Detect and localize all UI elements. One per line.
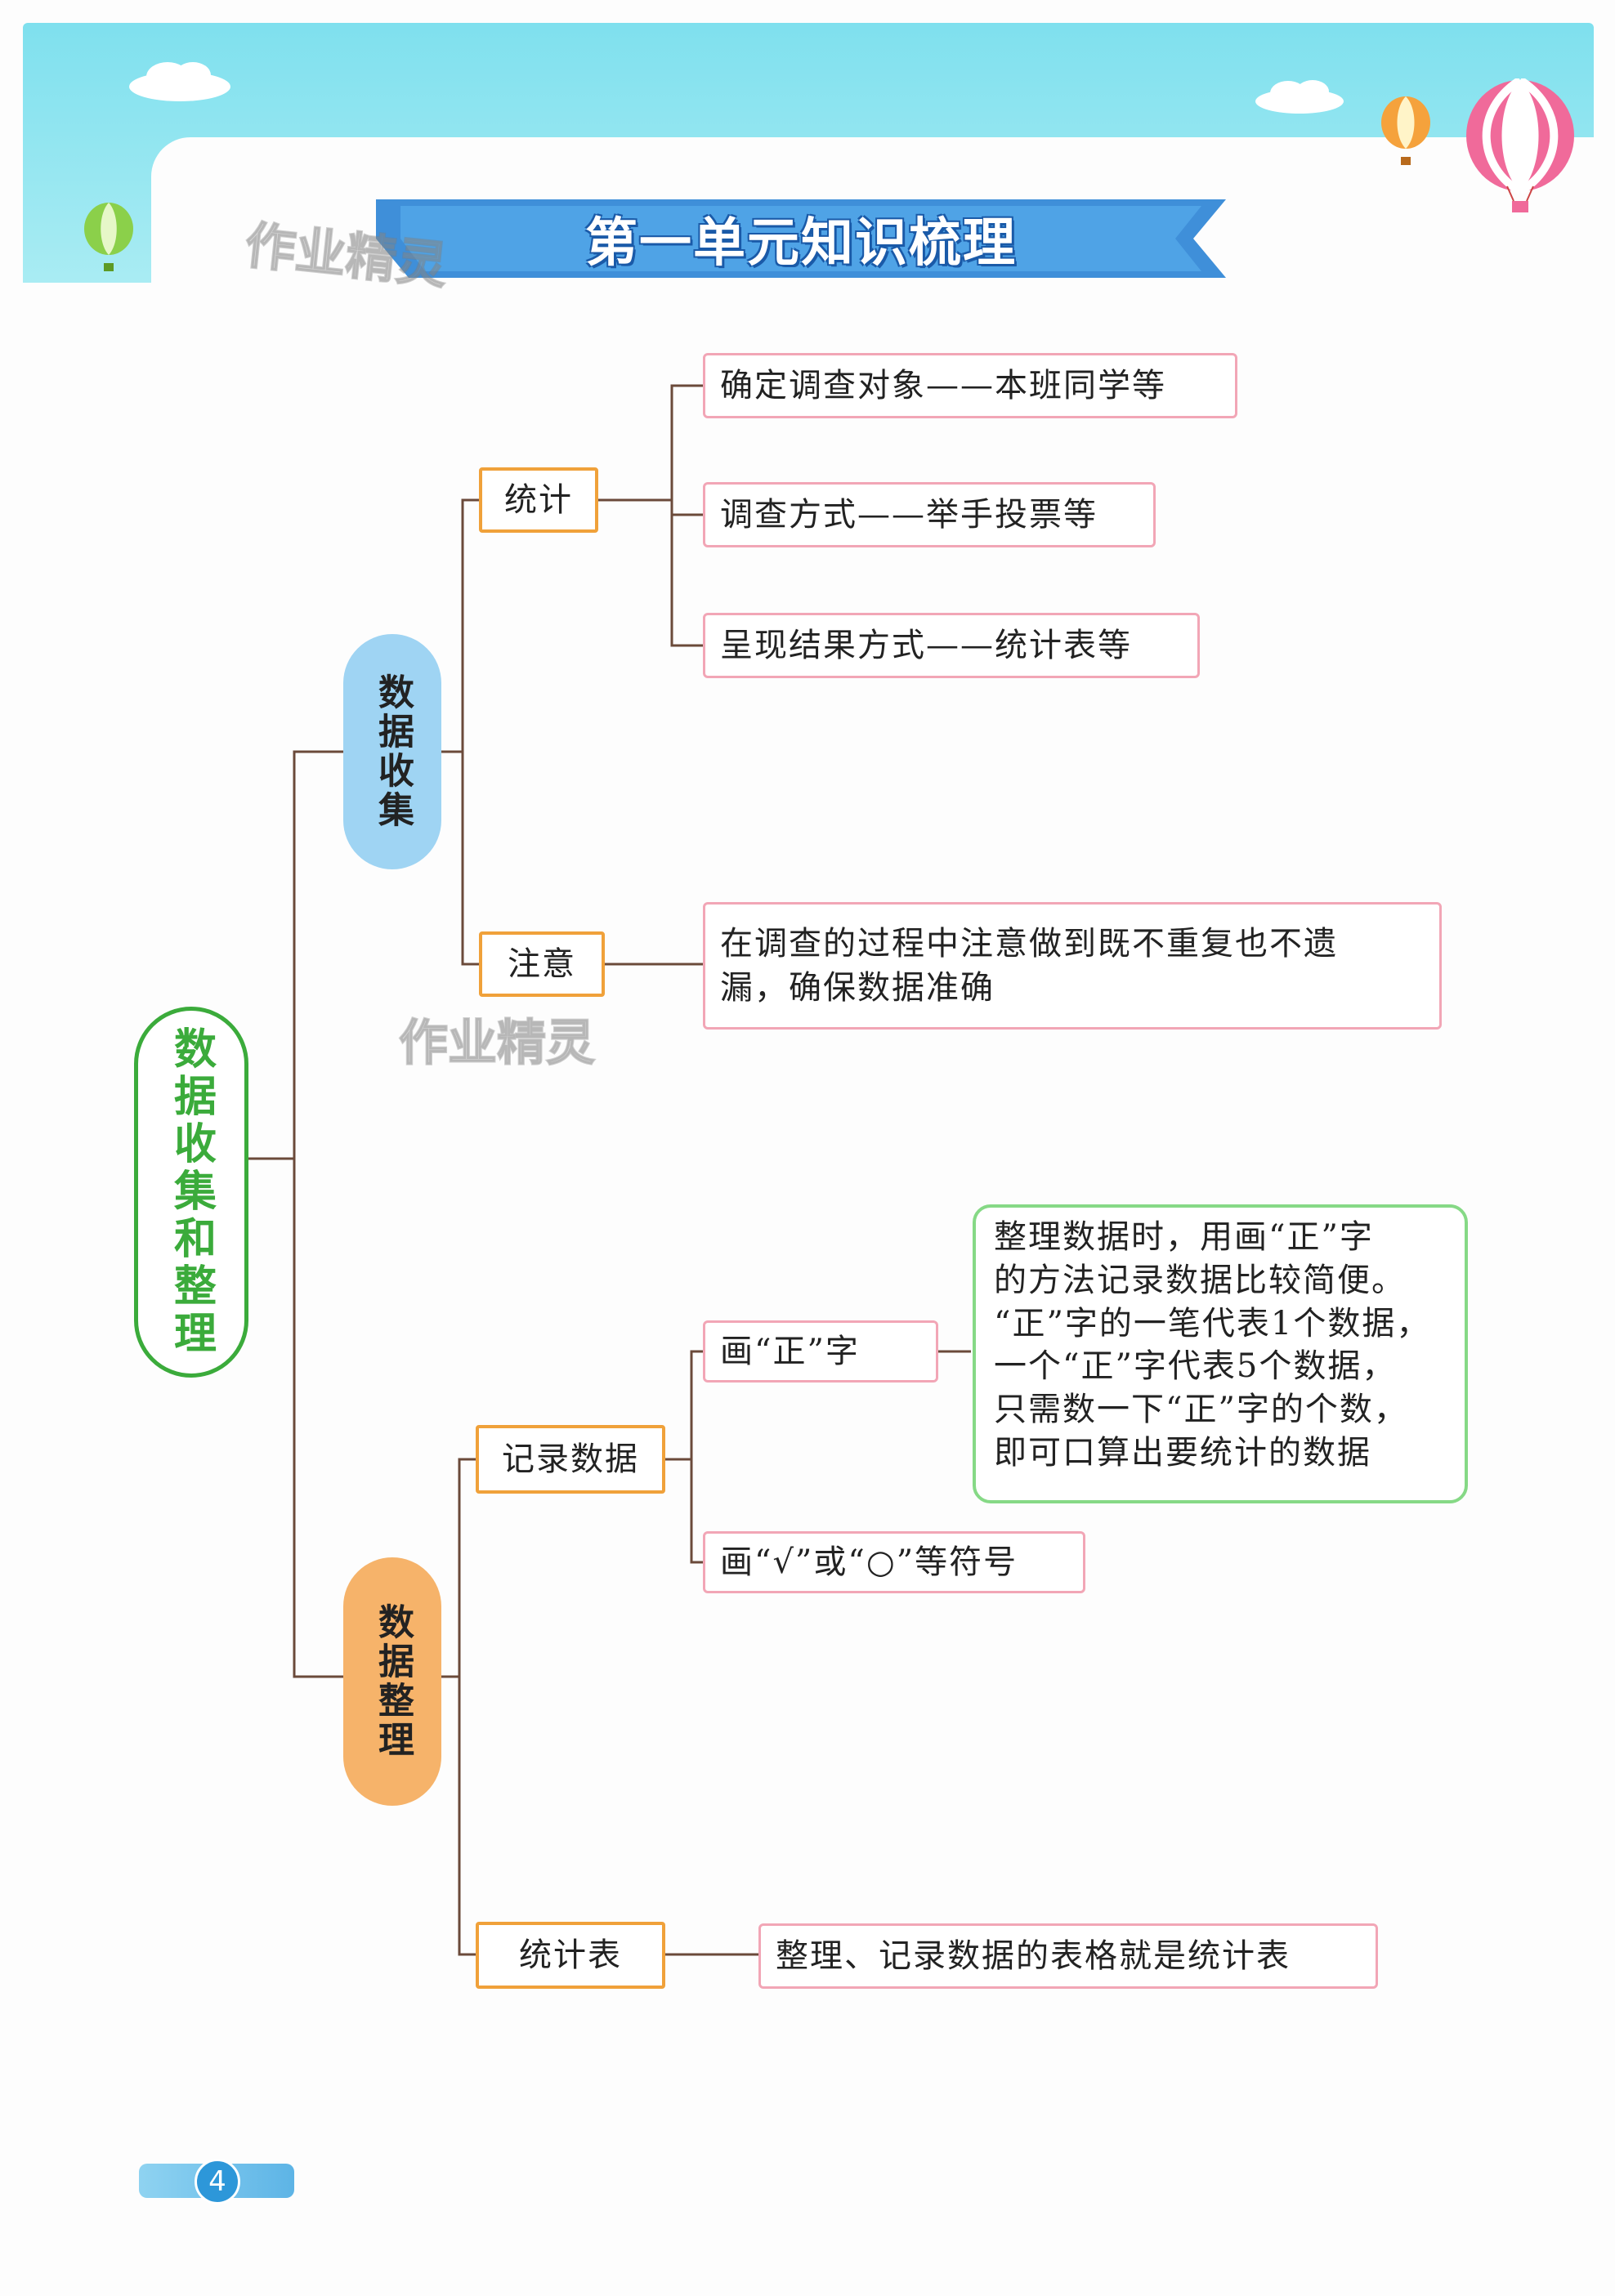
table-description: 整理、记录数据的表格就是统计表 [758, 1923, 1378, 1989]
cloud-icon [1255, 80, 1344, 114]
title-ribbon-shape [376, 199, 1226, 278]
page-number: 4 [195, 2159, 240, 2204]
cloud-icon [129, 62, 230, 101]
stat-item-object: 确定调查对象——本班同学等 [703, 353, 1237, 418]
explain-line: “正”字的一笔代表1个数据， [994, 1304, 1431, 1342]
note-node: 注意 [479, 931, 605, 997]
symbol-method-node: 画“√”或“○”等符号 [703, 1531, 1085, 1593]
root-node: 数据收集和整理 [134, 1007, 248, 1378]
note-line: 漏，确保数据准确 [720, 969, 995, 1007]
explain-line: 一个“正”字代表5个数据， [994, 1347, 1397, 1386]
branch-organize-node: 数据整理 [343, 1557, 441, 1806]
note-line: 在调查的过程中注意做到既不重复也不遗 [720, 925, 1338, 963]
stat-node: 统计 [479, 467, 598, 533]
stat-item-result: 呈现结果方式——统计表等 [703, 613, 1200, 678]
branch-collect-node: 数据收集 [343, 634, 441, 869]
hot-air-balloon-icon [1381, 96, 1430, 165]
hot-air-balloon-icon [84, 203, 133, 271]
explain-line: 即可口算出要统计的数据 [994, 1433, 1371, 1472]
hot-air-balloon-icon [1466, 78, 1574, 212]
table-node: 统计表 [476, 1922, 665, 1989]
note-text: 在调查的过程中注意做到既不重复也不遗 漏，确保数据准确 [703, 902, 1442, 1030]
page-title: 第一单元知识梳理 [585, 213, 1017, 274]
explain-line: 整理数据时，用画“正”字 [994, 1218, 1374, 1256]
stat-item-method: 调查方式——举手投票等 [703, 482, 1156, 547]
watermark: 作业精灵 [398, 1014, 596, 1073]
record-node: 记录数据 [476, 1425, 665, 1494]
zheng-method-node: 画“正”字 [703, 1320, 938, 1383]
explain-line: 的方法记录数据比较简便。 [994, 1261, 1406, 1299]
explain-line: 只需数一下“正”字的个数， [994, 1391, 1408, 1429]
page-number-badge: 4 [139, 2159, 294, 2204]
zheng-explanation-note: 整理数据时，用画“正”字 的方法记录数据比较简便。 “正”字的一笔代表1个数据，… [973, 1204, 1468, 1503]
